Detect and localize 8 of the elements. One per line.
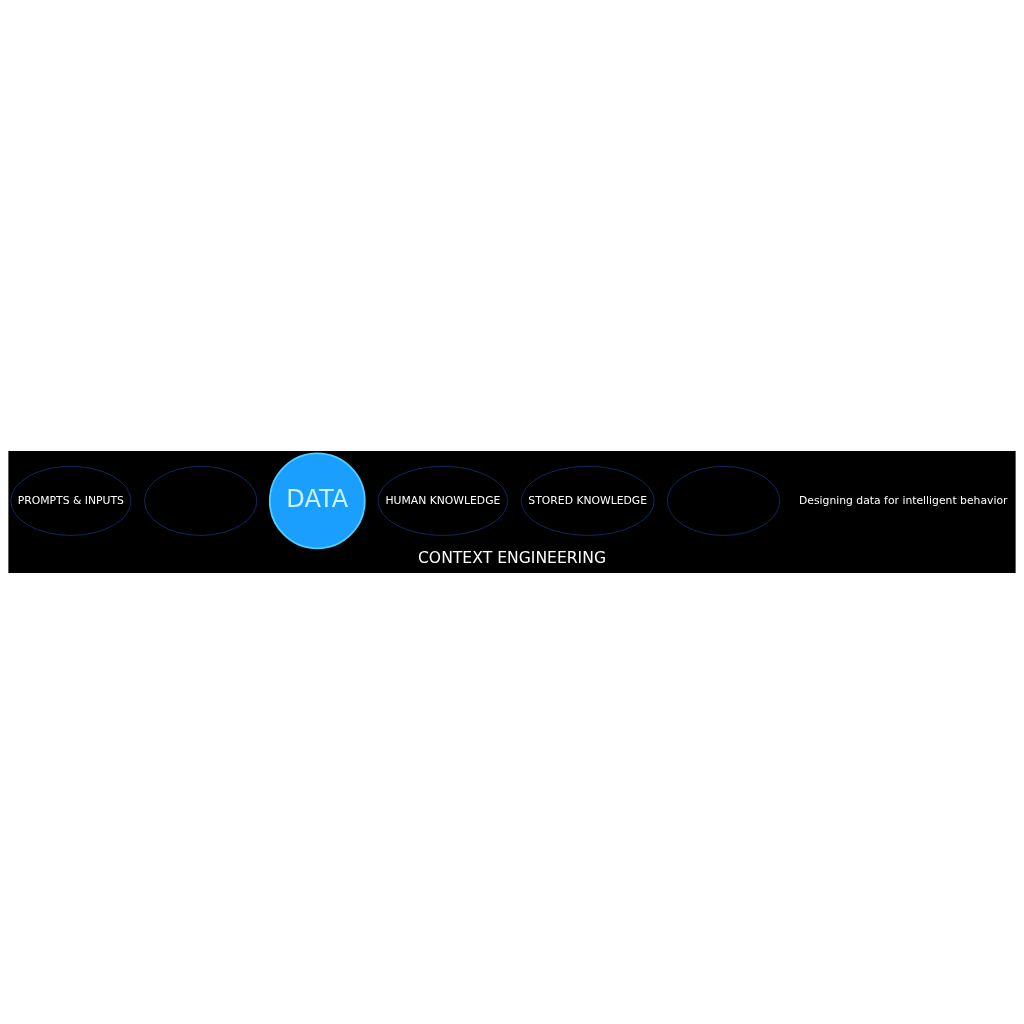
- diagram-title: CONTEXT ENGINEERING: [417, 549, 607, 568]
- node-ellipse: [667, 466, 781, 536]
- caption: Designing data for intelligent behavior: [798, 493, 1008, 507]
- node-ellipse: HUMAN KNOWLEDGE: [377, 466, 509, 536]
- node-ellipse: PROMPTS & INPUTS: [10, 466, 132, 536]
- node-ellipse: [144, 466, 258, 536]
- node-circle: DATA: [268, 452, 366, 550]
- node-ellipse: STORED KNOWLEDGE: [520, 466, 655, 536]
